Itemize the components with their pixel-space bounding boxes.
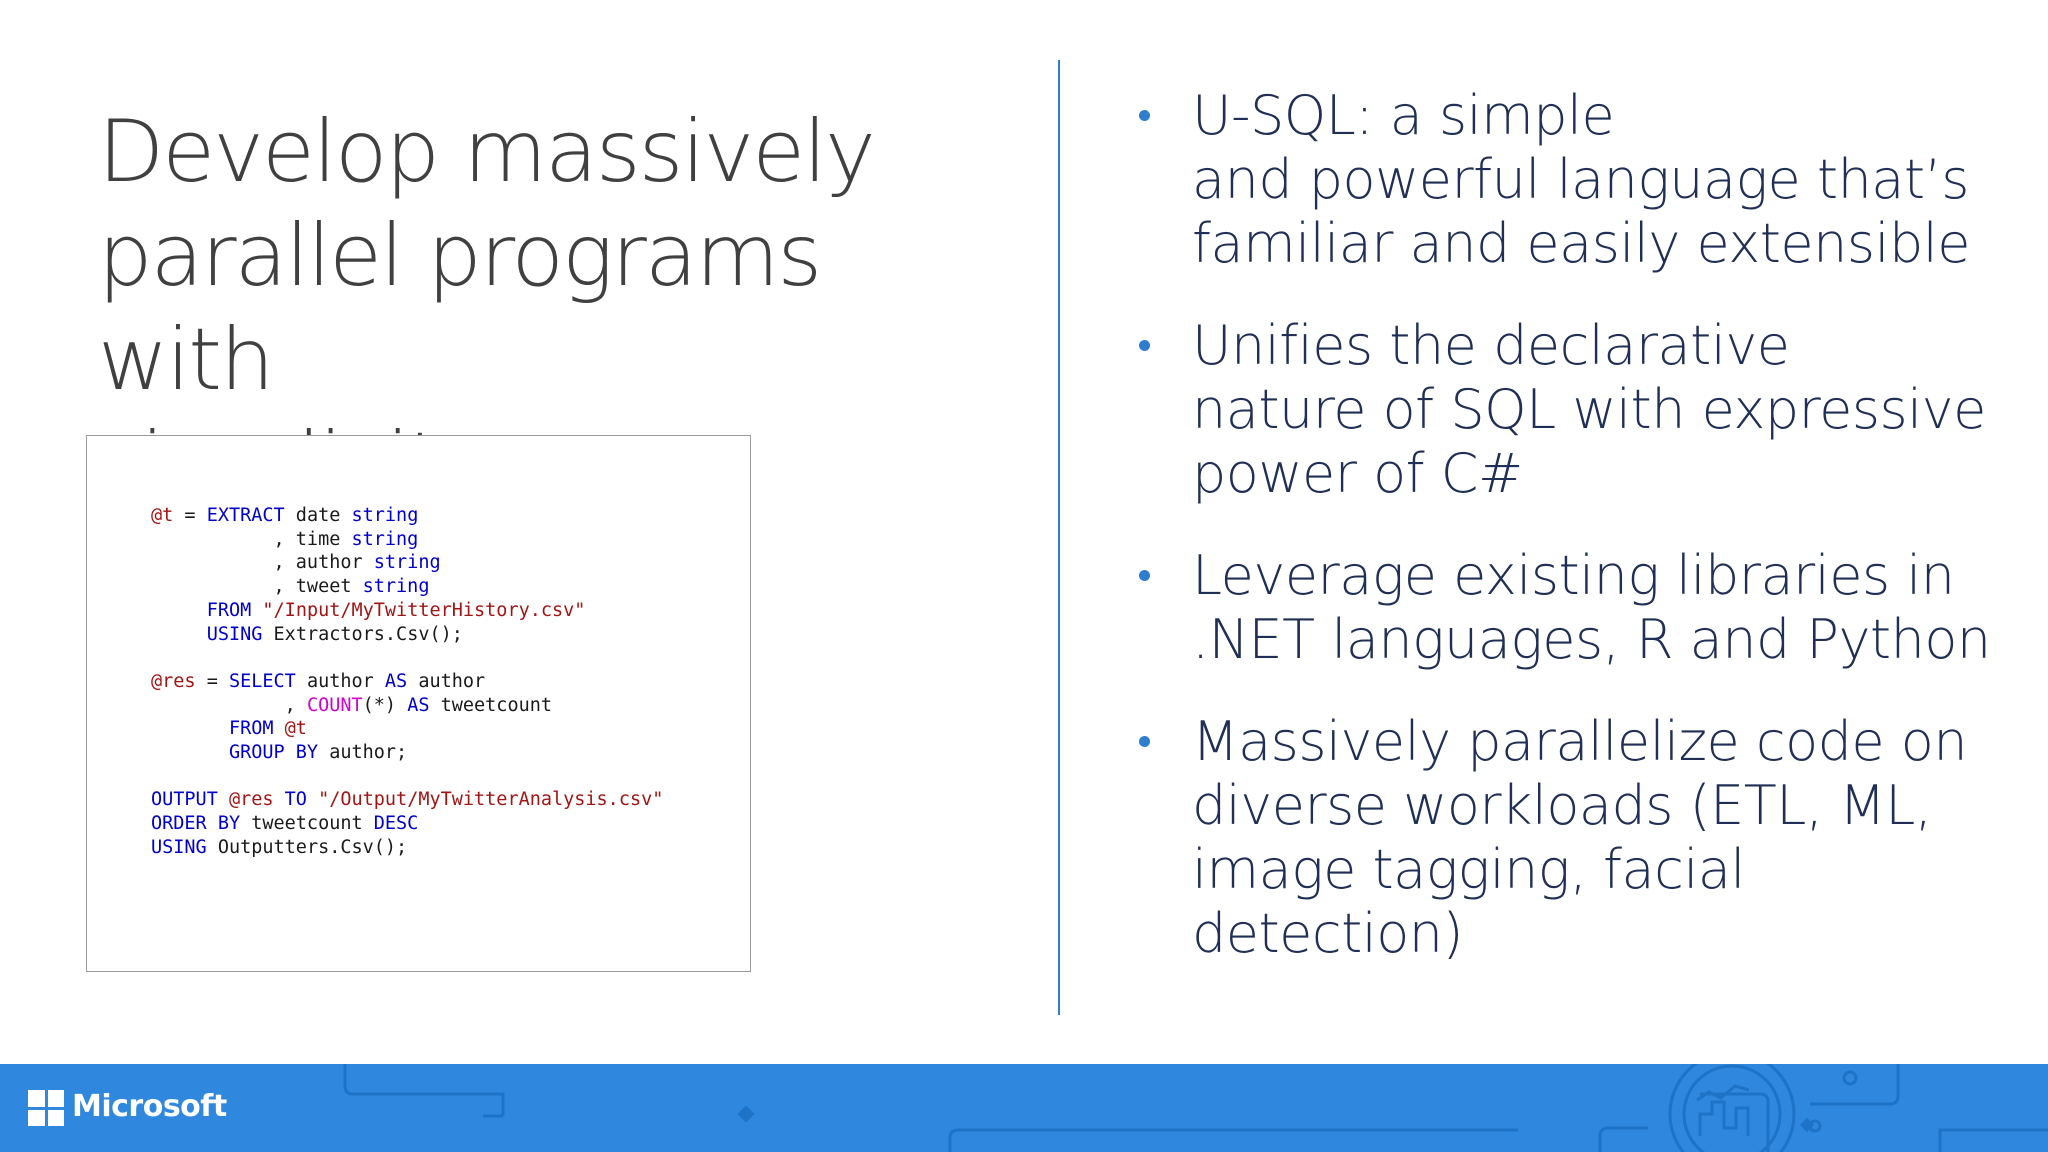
code-token: @res [228,789,274,811]
code-token: string [351,505,419,526]
usql-code-block: @t = EXTRACT date string , time string ,… [151,504,663,860]
bullet-text-line: .NET languages, R and Python [1192,608,1991,671]
bullet-dot-icon [1139,570,1150,581]
code-token: Extractors.Csv(); [262,623,463,645]
slide-title: Develop massively parallel programs with… [98,100,998,516]
code-sample-panel: @t = EXTRACT date string , time string ,… [86,435,751,972]
code-token: GROUP BY [228,742,319,764]
code-token: date [284,505,352,526]
code-token: USING [206,623,263,645]
microsoft-wordmark: Microsoft [72,1089,227,1124]
code-token: EXTRACT [206,505,285,526]
code-token: string [373,552,441,574]
code-token [274,718,285,739]
code-token: string [351,528,419,550]
code-token: author [295,670,385,692]
bullet-text-line: image tagging, facial detection) [1192,838,1745,965]
code-line: , time string [151,528,419,550]
code-token: TO [284,789,307,811]
code-token: @t [151,505,174,526]
code-token: = [173,505,207,526]
code-token: COUNT [306,694,363,716]
code-line: , tweet string [151,576,430,598]
bullet-item: Leverage existing libraries in.NET langu… [1135,544,2015,672]
code-token: OUTPUT [151,789,218,811]
windows-logo-icon [28,1090,64,1126]
bullet-dot-icon [1139,340,1150,351]
code-token: tweetcount [240,813,374,835]
code-line: OUTPUT @res TO "/Output/MyTwitterAnalysi… [151,789,663,810]
vertical-divider [1058,60,1060,1015]
code-token: Outputters.Csv(); [206,836,408,858]
code-token: FROM [228,718,274,740]
code-token: = [195,670,229,692]
code-token [251,600,262,621]
code-token [151,600,207,621]
code-line: @t = EXTRACT date string [151,505,418,526]
code-token: string [362,576,430,598]
code-token [151,624,207,645]
code-token: author [407,670,486,692]
code-token: @res [151,670,196,692]
code-token: AS [384,670,408,692]
code-token [151,718,229,739]
bullet-text-line: Massively parallelize code on [1192,710,1968,773]
code-token: DESC [373,813,419,835]
bullet-text-line: Leverage existing libraries in [1192,544,1955,607]
code-line: FROM @t [151,718,307,739]
bullet-text-line: U-SQL: a simple [1192,84,1615,147]
code-line: USING Extractors.Csv(); [151,624,463,645]
code-line: GROUP BY author; [151,742,407,763]
bullet-text-line: and powerful language that’s [1192,148,1969,211]
code-token: @t [284,718,307,740]
slide-title-line-1: Develop massively [98,102,876,202]
code-token: (*) [362,694,408,716]
code-token [218,789,229,810]
code-token: , tweet [151,576,363,598]
footer-band: Microsoft [0,1064,2048,1152]
code-line: , author string [151,552,441,573]
code-line: ORDER BY tweetcount DESC [151,813,418,834]
code-token: , [151,694,307,716]
code-line: @res = SELECT author AS author [151,671,485,692]
bullet-text-line: power of C# [1192,442,1523,505]
bullet-text-line: nature of SQL with expressive [1192,378,1986,441]
code-token: , author [151,552,374,574]
bullet-text-line: familiar and easily extensible [1192,212,1971,275]
code-token: SELECT [228,670,296,692]
code-line: FROM "/Input/MyTwitterHistory.csv" [151,599,586,621]
code-token: USING [151,836,207,858]
code-token: tweetcount [429,694,553,716]
code-token: "/Input/MyTwitterHistory.csv" [262,599,586,621]
circuit-pattern-decoration [343,1064,2048,1152]
code-token [151,742,229,763]
code-token: FROM [206,599,252,621]
code-token: author; [318,742,408,764]
code-token: AS [407,694,430,716]
code-token: ORDER BY [151,813,241,835]
bullet-dot-icon [1139,736,1150,747]
code-line: , COUNT(*) AS tweetcount [151,695,552,716]
code-token [274,789,285,810]
code-line: USING Outputters.Csv(); [151,837,407,858]
bullet-text-line: Unifies the declarative [1192,314,1790,377]
slide-title-line-2: parallel programs with [98,206,822,410]
code-token: "/Output/MyTwitterAnalysis.csv" [318,789,664,811]
bullet-text-line: diverse workloads (ETL, ML, [1192,774,1932,837]
code-token: , time [151,528,352,550]
code-token [307,789,318,810]
bullet-dot-icon [1139,110,1150,121]
